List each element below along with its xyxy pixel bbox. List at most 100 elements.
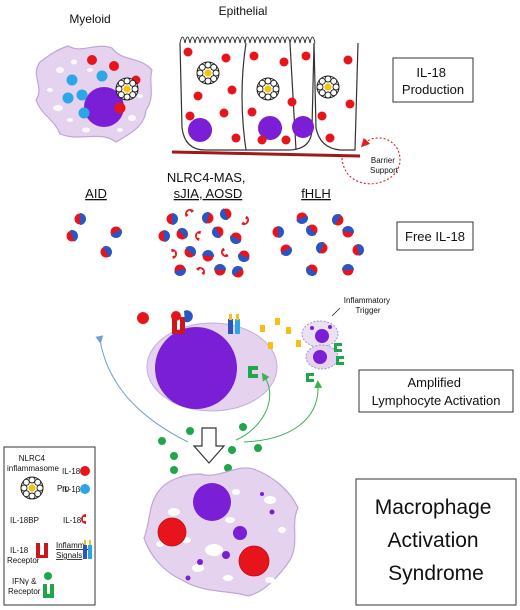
il18bp-free [289,264,300,274]
free-il18-box: Free IL-18 [396,221,474,251]
il18-bp-complex [306,264,318,276]
il18-bp-complex [272,226,284,238]
il18bp-free [324,260,332,272]
legend-receptor-icon [36,543,48,558]
il18-bp-complex [316,242,328,254]
il18bp-free [74,313,86,322]
il18-bp-complex [214,264,226,276]
svg-text:Macrophage Activation: Macrophage Activation Syndrome [375,496,498,585]
il18bp-free [88,314,97,326]
aid-heading: AID [85,186,107,201]
il18-bp-complex [280,244,292,256]
il18bp-free [86,296,92,308]
inflamm-signal-receptor [228,314,240,334]
il18bp-free [324,230,333,242]
svg-text:Free IL-18: Free IL-18 [405,229,465,244]
il18bp-free [348,208,360,216]
legend-signals-label: Inflamm. Signals [56,541,89,560]
il18bp-free [334,248,346,255]
il18-bp-complex [74,213,86,225]
il18-bp-complex [220,208,232,220]
il18bp-free [116,314,128,323]
legend-inflammasome-label: NLRC4 inflammasome [7,454,60,473]
legend-ifng-label: IFNγ & Receptor [8,577,41,596]
il18-bp-complex [306,224,318,236]
il18bp-free [288,231,300,240]
il18-bp-complex [184,246,196,258]
il18-bp-complex [110,226,122,238]
il18-bp-complex [342,264,354,276]
il18bp-group [74,291,128,326]
legend-il1b-label: IL-1β [62,485,81,494]
il18bp-free [96,291,106,302]
svg-text:Amplified Lymphocyte Act: Amplified Lymphocyte Activation [372,375,501,408]
down-arrow [192,427,226,464]
legend-ifng-dot [44,572,52,580]
nlrc4-heading: NLRC4-MAS, sJIA, AOSD [167,170,249,201]
il18-bp-complex [232,266,244,278]
il18-bp-complex [66,230,78,242]
il18-bp-complex [332,214,344,226]
il18-free [195,231,201,241]
il18-free [171,249,177,259]
il18-bp-complex [158,230,170,242]
il18-free [196,267,205,276]
il18bp-free [82,248,90,260]
fhlh-cluster [272,207,372,276]
il18bp-free [91,232,100,244]
il18-bp-complex [238,250,250,262]
mas-box: Macrophage Activation Syndrome [355,478,517,606]
aid-cluster [64,210,126,260]
inflamm-signals [260,318,301,349]
lymphocyte-cell [137,310,278,412]
il18bp-free [364,232,372,244]
legend-il18-dot [80,466,90,476]
legend-il18bp-label: IL-18BP [10,516,39,525]
il18-free [241,215,249,225]
inflammatory-trigger: Inflammatory Trigger [301,296,390,382]
il18-bp-complex [212,226,224,238]
il18bp-free [108,300,120,308]
legend: NLRC4 inflammasome Pro IL-18 IL-1β IL-18… [3,446,96,606]
il18-production-box: IL-18 Production [392,57,474,103]
svg-text:IL-18 Production: IL-18 Production [402,65,464,97]
bp-arrow [95,335,189,443]
myeloid-cell: Myeloid [35,12,153,143]
il18-bp-complex [100,246,112,258]
il18-receptor [171,310,193,334]
legend-pro-label: Pro [57,484,70,493]
il18-bp-complex [176,228,188,240]
legend-ifng-receptor-icon [43,584,54,598]
barrier-arrow [341,137,401,185]
il18-bp-complex [296,212,308,224]
il18bp-free [298,247,309,258]
il18-bp-complex [202,250,214,262]
il18bp-free [314,207,324,218]
macrophage-cell [143,467,299,597]
ifng-dots [158,423,262,474]
green-arrow-trigger [243,380,323,443]
legend-inflammasome-icon [20,476,44,500]
barrier-label: Barrier Support [370,156,399,175]
amplified-activation-box: Amplified Lymphocyte Activation [358,369,514,413]
nlrc4-cluster [158,208,250,278]
il18-free [221,247,229,257]
legend-receptor-label: IL-18 Receptor [7,546,40,565]
il18bp-free [286,208,292,220]
il18-bp-complex [202,212,214,224]
legend-il1b-dot [80,484,90,494]
il18bp-free [64,246,72,258]
il18-bp-complex [174,264,186,276]
epithelial-label: Epithelial [219,4,268,18]
il18bp-free [102,310,111,322]
il18bp-free [96,211,106,222]
il18-bp-complex [230,232,242,244]
il18-free [185,209,194,218]
fhlh-heading: fHLH [301,186,331,201]
myeloid-label: Myeloid [69,12,110,26]
legend-signals-icon [83,540,92,559]
il18-bp-complex [342,226,354,238]
barrier-line [171,150,361,158]
legend-il18-mature-label: IL-18 [63,516,82,525]
